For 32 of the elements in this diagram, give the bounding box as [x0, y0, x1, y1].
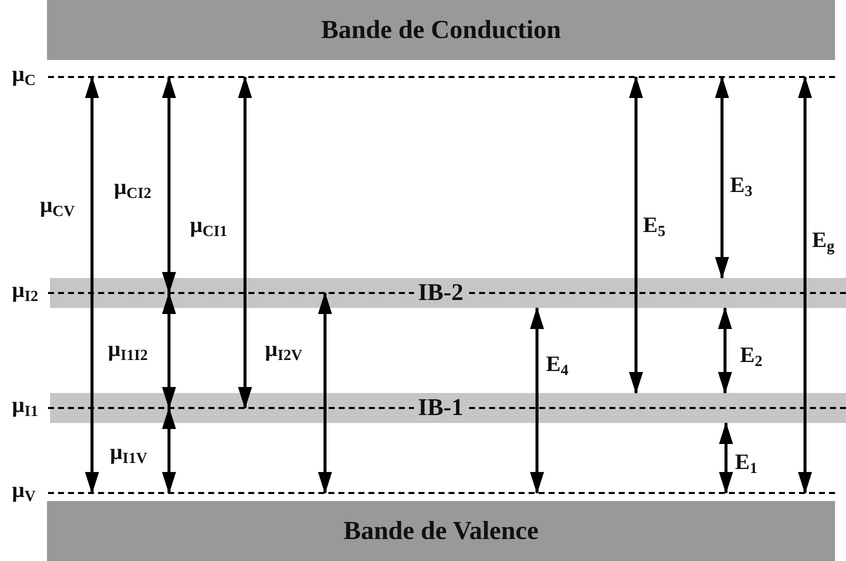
level-label: μ$_{V}$ [12, 480, 37, 506]
edge-label: μ$_{CV}$ [40, 193, 75, 222]
energy-band [47, 0, 835, 60]
double-arrow [798, 76, 812, 494]
edge-label: μ$_{CI1}$ [190, 213, 228, 242]
double-arrow [629, 76, 643, 394]
edge-label: μ$_{I1I2}$ [108, 337, 148, 366]
double-arrow [718, 307, 732, 394]
edge-label: μ$_{I1V}$ [110, 440, 148, 469]
double-arrow [719, 422, 733, 494]
double-arrow [530, 307, 544, 494]
energy-band [12, 393, 846, 423]
level-label: μ$_{C}$ [12, 64, 37, 90]
double-arrow [162, 292, 176, 409]
double-arrow [715, 76, 729, 279]
double-arrow [318, 292, 332, 494]
edge-label: E$_{1}$ [735, 450, 758, 479]
double-arrow [162, 407, 176, 494]
edge-label: E$_{2}$ [740, 343, 762, 372]
double-arrow [238, 76, 252, 409]
edge-label: E$_{g}$ [812, 228, 834, 257]
edge-label: μ$_{I2V}$ [265, 337, 302, 366]
level-label: μ$_{I2}$ [12, 280, 40, 306]
level-label: μ$_{I1}$ [12, 394, 40, 422]
edge-label: E$_{3}$ [730, 173, 752, 202]
energy-band [47, 501, 835, 561]
edge-label: E$_{5}$ [643, 213, 666, 242]
energy-band [12, 278, 846, 308]
double-arrow [85, 76, 99, 494]
double-arrow [162, 76, 176, 294]
edge-label: E$_{4}$ [546, 352, 568, 381]
edge-label: μ$_{CI2}$ [114, 175, 152, 204]
